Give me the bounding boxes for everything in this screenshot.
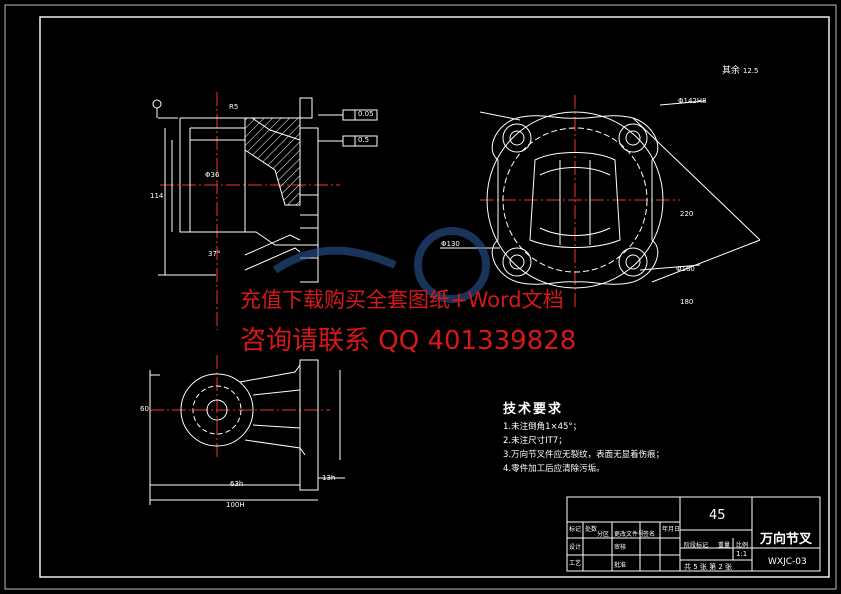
tb-label: 设计 xyxy=(569,544,582,551)
perpendicularity-value: 0.5 xyxy=(358,136,370,144)
dim-60: 60 xyxy=(140,405,149,413)
dim-r5: R5 xyxy=(229,103,239,111)
surface-finish-value: 12.5 xyxy=(742,67,759,75)
dim-114: 114 xyxy=(150,192,164,200)
tb-label: 比例 xyxy=(736,542,749,549)
tech-requirement-item: 2.未注尺寸IT7； xyxy=(503,436,567,446)
drawing-frame xyxy=(39,16,830,578)
tech-requirements: 技术要求 1.未注倒角1×45°； 2.未注尺寸IT7； 3.万向节叉件应无裂纹… xyxy=(503,398,664,476)
part-name: 万向节叉 xyxy=(760,532,813,547)
dim-13h: 13h xyxy=(322,474,336,482)
side-view xyxy=(440,95,761,310)
tb-label: 标记 xyxy=(569,526,582,533)
tb-label: 分区 xyxy=(597,531,610,538)
plan-view xyxy=(149,355,345,505)
surface-finish-note: 其余 12.5 xyxy=(722,63,758,76)
title-block xyxy=(566,496,821,572)
tb-label: 审核 xyxy=(614,544,627,551)
watermark-line-2: 咨询请联系 QQ 401339828 xyxy=(240,326,577,356)
tech-requirement-item: 3.万向节叉件应无裂纹，表面无显着伤痕； xyxy=(503,450,665,460)
tb-label: 年月日 xyxy=(662,526,681,533)
surface-finish-label: 其余 xyxy=(722,66,741,76)
tech-requirement-item: 1.未注倒角1×45°； xyxy=(503,422,582,432)
sheet-info: 共 5 张 第 2 张 xyxy=(684,563,733,571)
scale-value: 1:1 xyxy=(736,550,748,558)
flatness-value: 0.05 xyxy=(358,110,374,118)
tech-requirement-item: 4.零件加工后应清除污垢。 xyxy=(503,464,605,474)
tb-label: 重量 xyxy=(718,542,731,549)
tb-label: 工艺 xyxy=(569,560,582,567)
tb-label: 更改文件号 xyxy=(614,531,645,538)
tech-requirements-title: 技术要求 xyxy=(503,402,564,417)
dim-diameter-180: Φ180 xyxy=(676,265,695,273)
logo-watermark xyxy=(272,227,490,303)
dim-180: 180 xyxy=(680,298,694,306)
dim-100h: 100H xyxy=(226,501,245,509)
sheet-outer-border xyxy=(4,4,837,590)
material-cell: 45 xyxy=(709,508,726,523)
tb-label: 阶段标记 xyxy=(684,542,709,549)
dim-220: 220 xyxy=(680,210,694,218)
dim-diameter-130: Φ130 xyxy=(441,240,460,248)
tb-label: 批准 xyxy=(614,562,627,569)
front-section-view xyxy=(152,92,378,330)
dim-diameter-142: Φ142H8 xyxy=(678,97,707,105)
tb-label: 签名 xyxy=(643,531,656,538)
dim-angle-37: 37° xyxy=(208,250,221,258)
dim-63h: 63h xyxy=(230,480,244,488)
dim-diameter-36: Φ36 xyxy=(205,171,220,179)
tb-label: 处数 xyxy=(585,526,598,533)
watermark-line-1: 充值下载购买全套图纸+Word文档 xyxy=(240,288,564,312)
drawing-number: WXJC-03 xyxy=(768,557,807,567)
